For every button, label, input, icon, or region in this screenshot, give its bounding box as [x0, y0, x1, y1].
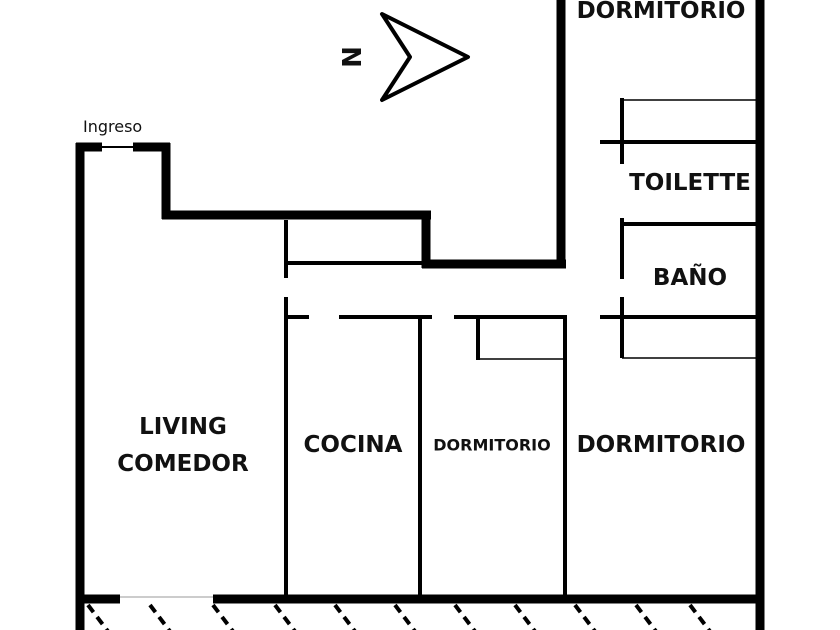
thin-lines [478, 99, 760, 360]
room-dormitorio-small: DORMITORIO [433, 435, 551, 455]
north-arrow-icon [380, 12, 470, 102]
room-dormitorio-top: DORMITORIO [576, 0, 746, 24]
room-toilette: TOILETTE [629, 170, 751, 196]
room-living: LIVING [139, 414, 227, 440]
inner-walls [284, 98, 760, 597]
room-dormitorio-right: DORMITORIO [576, 432, 746, 458]
balcony-hatching [86, 603, 712, 630]
room-bano: BAÑO [652, 265, 728, 291]
compass-north-letter: N [335, 46, 365, 68]
room-cocina: COCINA [303, 432, 403, 458]
room-comedor: COMEDOR [117, 451, 249, 477]
entrance-label: Ingreso [83, 117, 143, 136]
